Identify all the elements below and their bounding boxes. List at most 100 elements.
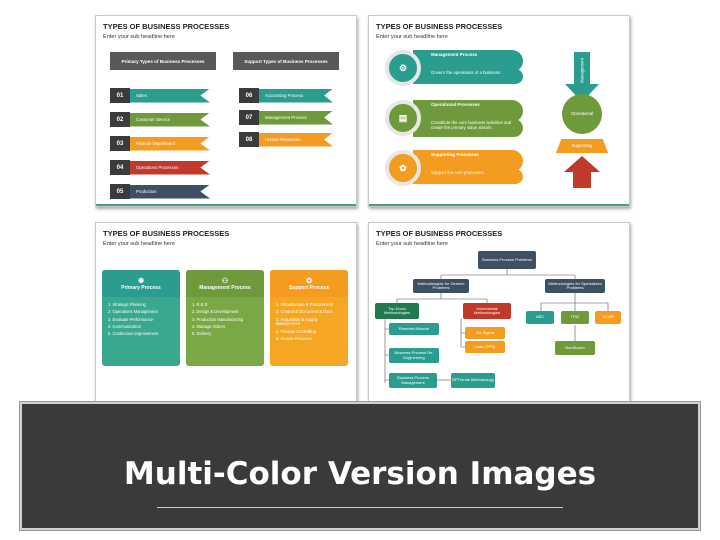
incremental-node: Incremental Methodologies xyxy=(463,303,511,319)
up-arrow-icon xyxy=(564,156,600,188)
gears-icon: ⚙ xyxy=(385,50,421,86)
primary-item: Customer Service xyxy=(130,112,210,127)
column-item: 3. Acquisition & Supply Management xyxy=(276,316,318,327)
slide-title: TYPES OF BUSINESS PROCESSES xyxy=(376,22,503,31)
column-item: 4. Manage Orders xyxy=(192,323,225,329)
column-item: 1. R & D xyxy=(192,302,208,307)
column-body: 1. Infrastructure & Procurement 2. Contro… xyxy=(270,297,348,350)
column-header: ✺Primary Process xyxy=(102,270,180,297)
support-item: Human Resources xyxy=(259,132,333,147)
primary-item: Operations Processes xyxy=(130,160,210,175)
card-title: Supporting Processes xyxy=(431,152,479,157)
process-icon: ✪ xyxy=(306,277,312,285)
step-number: 01 xyxy=(110,88,130,103)
operational-process-card: Operational Processes xyxy=(413,100,523,122)
column-item: 4. Finance Controlling xyxy=(276,328,316,334)
step-number: 03 xyxy=(110,136,130,151)
column-header: ✪Support Process xyxy=(270,270,348,297)
column-item: 5. Delivery xyxy=(192,331,212,337)
support-item: Management Process xyxy=(259,110,333,125)
bpm-node: Business Process Management xyxy=(389,373,437,388)
root-node: Business Process Problems xyxy=(478,251,536,269)
column-item: 5. Continuous Improvement xyxy=(108,331,159,337)
process-column: ⚇Management Process 1. R & D 2. Design & D… xyxy=(186,270,264,366)
management-arrow xyxy=(565,52,599,102)
banner-underline xyxy=(157,507,563,508)
step-number: 05 xyxy=(110,184,130,199)
operational-circle: Operational xyxy=(562,94,602,134)
column-item: 3. Evaluate Performance xyxy=(108,316,154,322)
step-number: 07 xyxy=(239,110,259,125)
management-process-card: Management Process xyxy=(413,50,523,72)
slide-subtitle: Enter your sub headline here xyxy=(103,34,175,40)
column-item: 1. Strategic Planning xyxy=(108,302,146,307)
up-arrow xyxy=(564,156,600,188)
slide-process-columns[interactable]: TYPES OF BUSINESS PROCESSES Enter your s… xyxy=(95,222,357,414)
step-number: 04 xyxy=(110,160,130,175)
abc-node: ABC xyxy=(526,311,554,324)
supporting-trapezoid: Supporting xyxy=(556,139,608,153)
bptrends-node: BPTrends Methodology xyxy=(451,373,495,388)
bpr-node: Business Process Re-Engineering xyxy=(389,348,439,363)
lean-node: Lean (TPS) xyxy=(465,341,505,353)
support-header: Support Types of Business Processes xyxy=(233,52,339,70)
column-item: 3. Production Manufacturing xyxy=(192,316,244,322)
settings-icon: ✿ xyxy=(385,150,421,186)
supporting-process-desc: Support the core processes. xyxy=(413,169,523,184)
card-desc: Govern the operations of a business. xyxy=(431,70,502,75)
supporting-process-card: Supporting Processes xyxy=(413,150,523,172)
column-item: 5. Human Resource xyxy=(276,335,313,341)
column-header: ⚇Management Process xyxy=(186,270,264,297)
operational-process-desc: Constitute the core business activities … xyxy=(413,119,523,137)
banner: Multi-Color Version Images xyxy=(20,402,700,530)
process-column: ✺Primary Process 1. Strategic Planning 2. … xyxy=(102,270,180,366)
slide-methodology-tree[interactable]: TYPES OF BUSINESS PROCESSES Enter your s… xyxy=(368,222,630,414)
rummler-brache-node: Rummler-Brache xyxy=(389,323,439,335)
nonstocch-node: NonStocch xyxy=(555,341,595,355)
process-icon: ⚇ xyxy=(221,277,229,285)
slide-process-categories[interactable]: TYPES OF BUSINESS PROCESSES Enter your s… xyxy=(368,15,630,207)
generic-methodologies-node: Methodologies for Generic Problems xyxy=(413,279,469,293)
card-desc: Constitute the core business activities … xyxy=(431,120,512,130)
process-icon: ✺ xyxy=(138,277,144,285)
column-item: 4. Communication xyxy=(108,323,141,329)
step-number: 06 xyxy=(239,88,259,103)
primary-item: Production xyxy=(130,184,210,199)
slide-subtitle: Enter your sub headline here xyxy=(103,241,175,247)
support-item: Accounting Process xyxy=(259,88,333,103)
six-sigma-node: Six Sigma xyxy=(465,327,505,339)
card-title: Management Process xyxy=(431,52,478,57)
column-item: 2. Operations Management xyxy=(108,309,158,315)
triz-node: TRIZ xyxy=(561,311,589,324)
slide-title: TYPES OF BUSINESS PROCESSES xyxy=(376,229,503,238)
primary-item: Sales xyxy=(130,88,210,103)
presentation-icon: ▤ xyxy=(385,100,421,136)
slide-title: TYPES OF BUSINESS PROCESSES xyxy=(103,229,230,238)
banner-title: Multi-Color Version Images xyxy=(123,456,597,492)
specialized-methodologies-node: Methodologies for Specialized Problems xyxy=(545,279,605,293)
primary-item: Finance Department xyxy=(130,136,210,151)
column-title: Management Process xyxy=(199,284,251,291)
management-label: Management xyxy=(579,57,585,84)
column-item: 2. Control of Document & Data xyxy=(276,309,332,315)
slide-subtitle: Enter your sub headline here xyxy=(376,34,448,40)
slide-subtitle: Enter your sub headline here xyxy=(376,241,448,247)
column-body: 1. Strategic Planning 2. Operations Manag… xyxy=(102,297,180,345)
operational-label: Operational xyxy=(570,110,594,116)
step-number: 02 xyxy=(110,112,130,127)
card-desc: Support the core processes. xyxy=(431,170,485,175)
down-arrow-icon xyxy=(565,52,599,102)
column-title: Support Process xyxy=(288,284,329,291)
column-title: Primary Process xyxy=(121,284,161,291)
column-item: 2. Design & Development xyxy=(192,309,239,315)
top-down-node: Top Down Methodologies xyxy=(375,303,419,319)
tree-connectors xyxy=(384,269,609,383)
column-item: 1. Infrastructure & Procurement xyxy=(276,302,334,307)
step-number: 08 xyxy=(239,132,259,147)
slide-primary-support-types[interactable]: TYPES OF BUSINESS PROCESSES Enter your s… xyxy=(95,15,357,207)
primary-header: Primary Types of Business Processes xyxy=(110,52,216,70)
supporting-label: Supporting xyxy=(571,142,593,148)
scor-node: SCOR xyxy=(595,311,621,324)
